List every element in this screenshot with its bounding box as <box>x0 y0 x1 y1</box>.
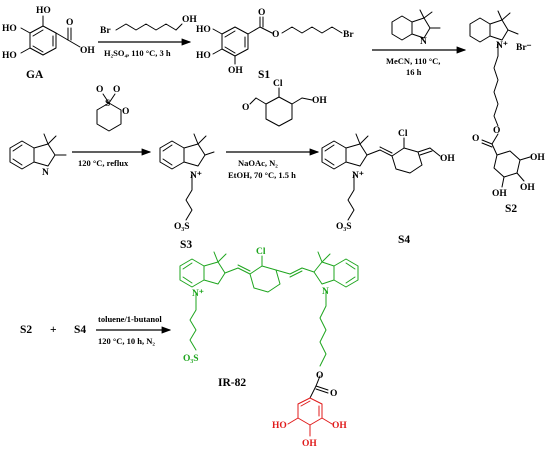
molecule-s2: N⁺ Br⁻ O O OH OH OH S2 <box>469 10 545 215</box>
label-s2: S2 <box>505 203 517 215</box>
s3-so3: O₃S <box>174 222 190 232</box>
s3-n-plus: N⁺ <box>190 171 202 181</box>
s2-br-anion: Br⁻ <box>516 43 532 53</box>
ir82-cl: Cl <box>256 247 266 257</box>
s2-ester-o: O <box>493 126 500 136</box>
s1-br: Br <box>343 30 354 40</box>
s2-oh-3: OH <box>492 189 507 199</box>
step4-conditions-2: EtOH, 70 °C, 1.5 h <box>228 170 296 180</box>
step2-conditions-1: MeCN, 110 °C, <box>386 56 440 66</box>
s4-cl: Cl <box>398 129 408 139</box>
s2-oh-2: OH <box>520 183 535 193</box>
reagent-br: Br <box>100 26 111 36</box>
label-s1: S1 <box>258 69 270 81</box>
molecule-s1: O O Br HO HO OH S1 <box>196 8 354 81</box>
s1-ester-o: O <box>272 30 279 40</box>
step5-conditions-2: 120 °C, 10 h, N₂ <box>98 336 155 346</box>
ir82-n-plus: N⁺ <box>192 289 204 299</box>
step2-n: N <box>420 37 427 47</box>
molecule-s4: N⁺ Cl OH O₃S S4 <box>321 129 455 246</box>
molecule-indolenine: N <box>9 133 67 178</box>
ir82-so3: O₃S <box>183 354 199 364</box>
reagent-enol-oh: OH <box>312 96 327 106</box>
ga-carbonyl-o: O <box>66 18 73 28</box>
step5-conditions-1: toluene/1-butanol <box>98 314 162 324</box>
sultone-o-1: O <box>96 85 103 95</box>
indolenine-n: N <box>42 168 49 178</box>
s2-n-plus: N⁺ <box>496 41 508 51</box>
step-2: N MeCN, 110 °C, 16 h <box>372 9 467 77</box>
label-ir82: IR-82 <box>218 377 246 389</box>
ga-oh-top: HO <box>36 6 51 16</box>
eq-plus: + <box>50 324 57 336</box>
ir82-ho-1: HO <box>272 421 287 431</box>
ir82-carbonyl-o: O <box>330 389 337 399</box>
ga-oh-bottom: HO <box>2 51 17 61</box>
s1-ho-1: HO <box>196 25 211 35</box>
ir82-n: N <box>322 287 329 297</box>
sultone-o-ring: O <box>122 107 129 117</box>
molecule-s3: N⁺ O₃S S3 <box>159 133 215 251</box>
ir82-ester-o: O <box>316 371 323 381</box>
step2-conditions-2: 16 h <box>406 67 422 77</box>
sultone-o-2: O <box>113 85 120 95</box>
step-5: S2 + S4 toluene/1-butanol 120 °C, 10 h, … <box>20 314 172 346</box>
step3-conditions: 120 °C, reflux <box>78 158 129 168</box>
s4-oh: OH <box>440 154 455 164</box>
s2-oh-1: OH <box>530 153 545 163</box>
s4-so3: O₃S <box>336 222 352 232</box>
s4-n-plus: N⁺ <box>352 171 364 181</box>
ga-acid-oh: OH <box>80 46 95 56</box>
step4-conditions-1: NaOAc, N₂ <box>238 158 278 168</box>
reagent-oh: OH <box>182 15 197 25</box>
label-s4: S4 <box>398 234 410 246</box>
ir82-oh-3: OH <box>302 439 317 449</box>
step1-conditions: H₂SO₄, 110 °C, 3 h <box>104 48 171 58</box>
reagent-aldehyde-o: O <box>242 103 249 113</box>
eq-s2: S2 <box>20 324 32 336</box>
step-1: Br OH H₂SO₄, 110 °C, 3 h <box>98 15 197 58</box>
reagent-cl: Cl <box>273 79 283 89</box>
molecule-ir82: N⁺ Cl N O₃S O O HO OH OH IR-82 <box>179 247 359 449</box>
label-s3: S3 <box>180 239 192 251</box>
eq-s4: S4 <box>74 324 86 336</box>
s2-carbonyl-o: O <box>472 134 479 144</box>
s1-oh: OH <box>228 66 243 76</box>
ir82-oh-2: OH <box>332 421 347 431</box>
sultone-s: S <box>105 99 110 109</box>
molecule-ga: HO HO HO O OH GA <box>2 6 95 81</box>
ga-oh-left: HO <box>2 24 17 34</box>
label-ga: GA <box>26 69 44 81</box>
step-3: S O O O 120 °C, reflux <box>72 85 152 168</box>
s1-ho-2: HO <box>196 51 211 61</box>
step-4: Cl O OH NaOAc, N₂ EtOH, 70 °C, 1.5 h <box>226 79 327 180</box>
s1-carbonyl-o: O <box>258 8 265 18</box>
